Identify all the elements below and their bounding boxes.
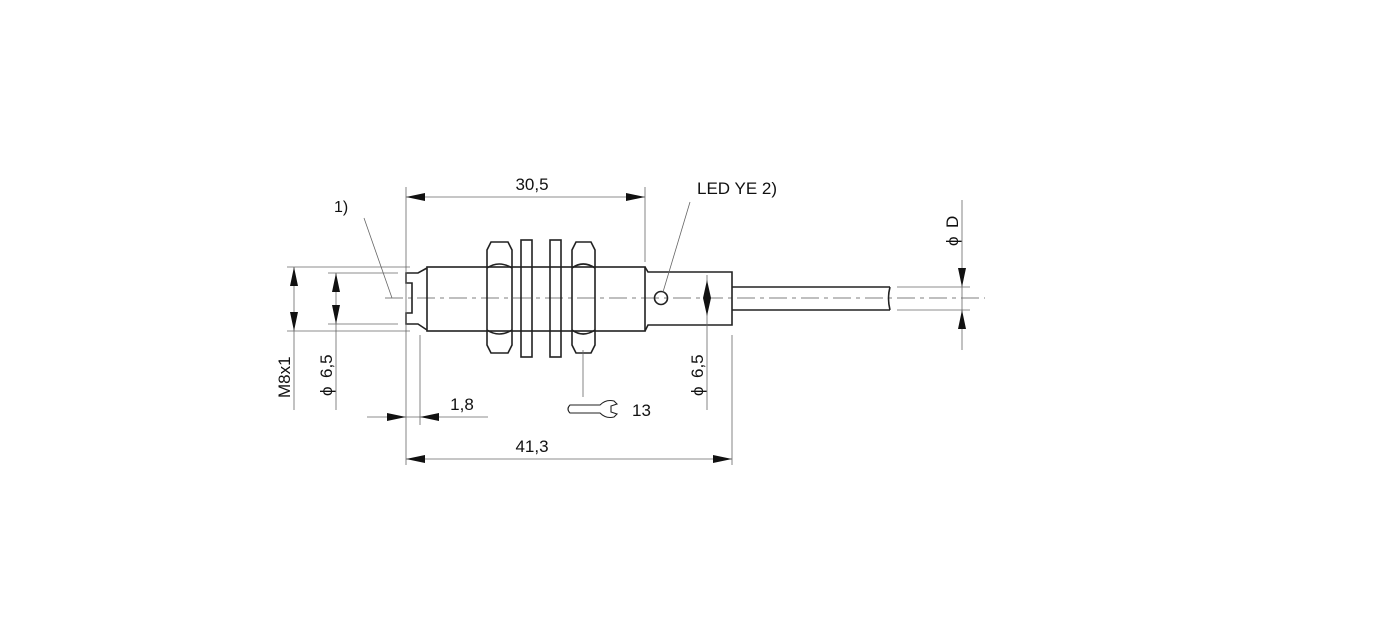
rear-housing xyxy=(644,266,733,332)
led-indicator xyxy=(653,290,669,306)
dim-diameter-front: 6,5 xyxy=(317,354,336,378)
dim-diameter-rear: 6,5 xyxy=(688,354,707,378)
diameter-symbol-front: ϕ xyxy=(317,386,336,396)
note-1-label: 1) xyxy=(334,199,348,216)
threaded-body xyxy=(426,266,646,332)
cable xyxy=(732,286,891,311)
diameter-symbol-cable: ϕ xyxy=(943,236,962,246)
sensor-face xyxy=(405,267,428,331)
nut-front xyxy=(486,241,513,354)
dim-thread: M8x1 xyxy=(275,356,294,398)
nut-rear xyxy=(571,241,596,354)
wrench-icon xyxy=(567,399,619,419)
washer-front xyxy=(520,239,533,358)
dim-length-thread: 30,5 xyxy=(515,175,548,194)
dim-front-offset: 1,8 xyxy=(450,395,474,414)
washer-rear xyxy=(549,239,562,358)
dim-diameter-cable: D xyxy=(943,216,962,228)
diameter-symbol-rear: ϕ xyxy=(688,386,707,396)
wrench-size: 13 xyxy=(632,401,651,420)
led-label: LED YE 2) xyxy=(697,179,777,198)
dim-length-total: 41,3 xyxy=(515,437,548,456)
